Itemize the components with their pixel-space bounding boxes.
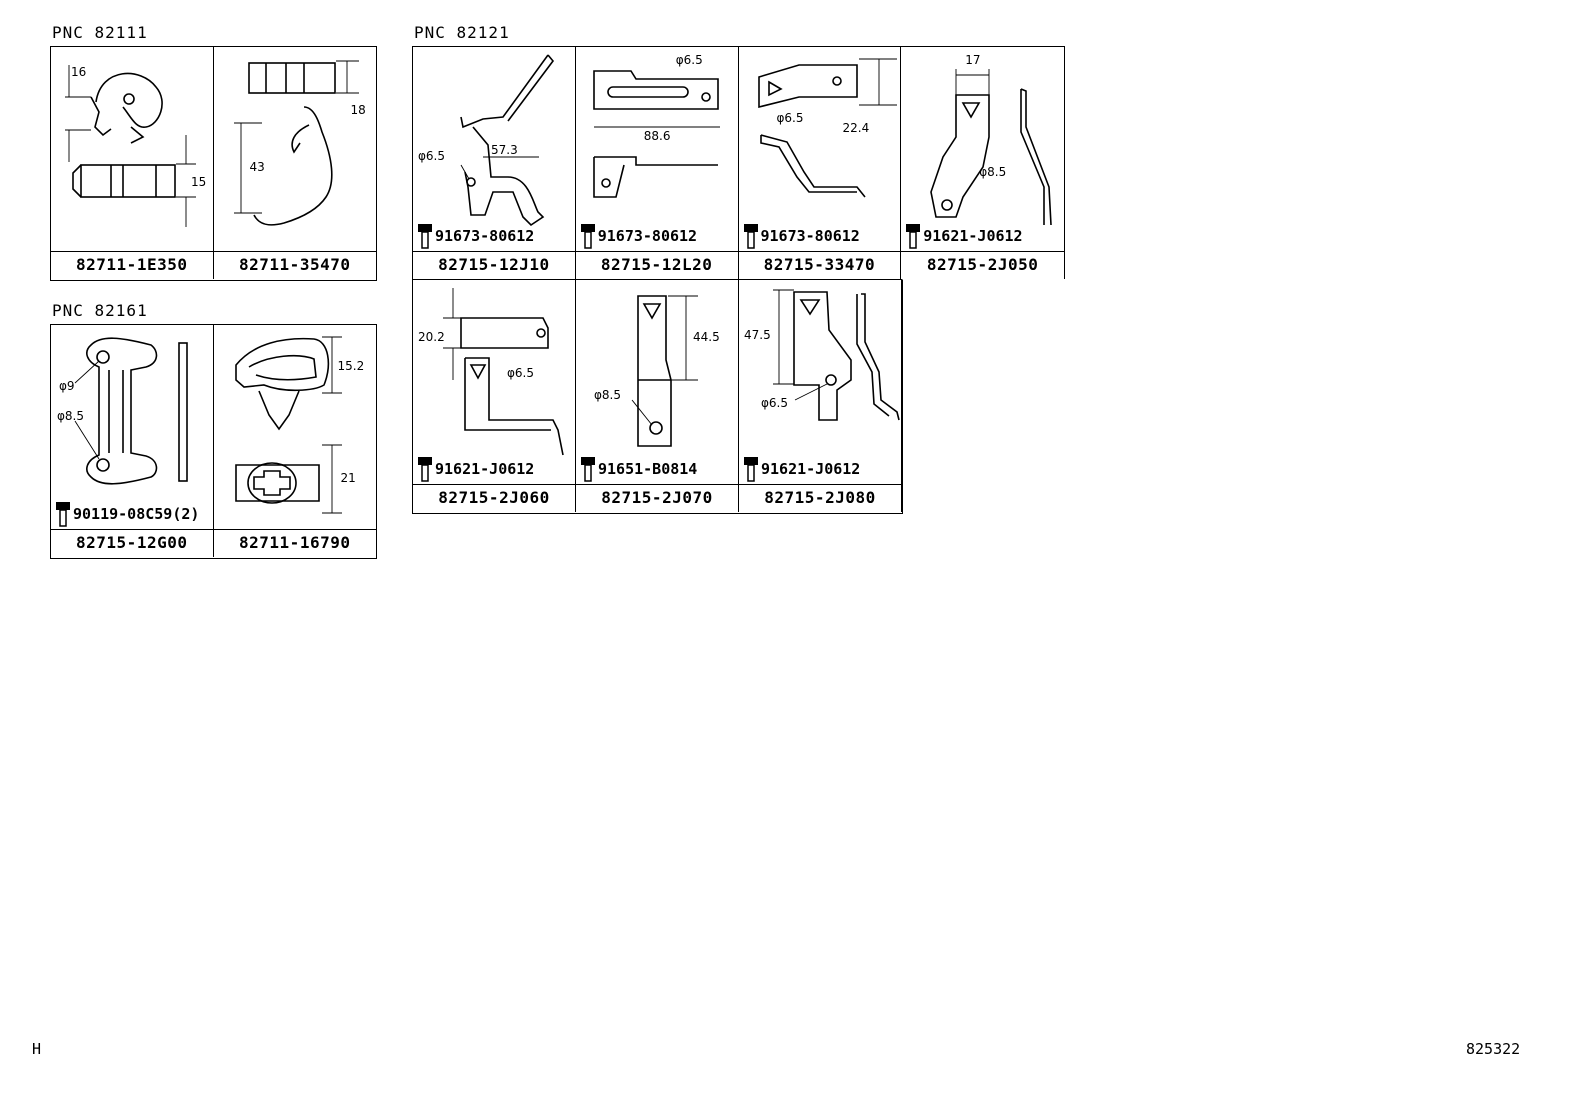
clip-drawing — [234, 336, 342, 514]
bolt-callout: 91621-J0612 — [903, 223, 1023, 249]
clip-drawing — [233, 60, 359, 226]
part-number: 82715-12G00 — [51, 529, 213, 557]
dimension-label: 47.5 — [744, 328, 771, 342]
bolt-part-number: 90119-08C59(2) — [73, 505, 200, 523]
dimension-label: 57.3 — [491, 143, 518, 157]
bracket-drawing — [930, 69, 1053, 226]
bolt-icon — [56, 502, 70, 527]
dimension-label: 88.6 — [643, 129, 671, 143]
bracket-drawing — [757, 58, 897, 198]
empty-cell — [902, 279, 1065, 514]
part-drawing: φ9 φ8.5 90119-08C59(2) — [51, 325, 213, 529]
dimension-label: φ6.5 — [776, 111, 804, 125]
part-number: 82715-33470 — [738, 251, 901, 279]
bolt-callout: 91673-80612 — [741, 223, 860, 249]
dimension-label: 15 — [191, 175, 207, 189]
part-drawing: 18 43 — [214, 47, 377, 251]
part-drawing: 20.2 φ6.5 91621-J0612 — [413, 280, 575, 484]
part-cell[interactable]: φ9 φ8.5 90119-08C59(2) 82715-12G00 — [51, 325, 214, 557]
part-cell[interactable]: 20.2 φ6.5 91621-J0612 82715-2J060 — [413, 279, 576, 512]
dimension-label: φ6.5 — [507, 366, 534, 380]
part-number: 82715-2J070 — [576, 484, 738, 512]
bolt-icon — [744, 457, 758, 482]
part-cell[interactable]: φ6.5 57.3 91673-80612 82715-12J10 — [413, 47, 576, 279]
plate-drawing — [74, 337, 188, 485]
bolt-part-number: 91621-J0612 — [923, 227, 1023, 245]
dimension-label: 15.2 — [337, 359, 365, 373]
part-number: 82711-16790 — [213, 529, 376, 557]
part-cell[interactable]: 47.5 φ6.5 91621-J0612 82715-2J080 — [739, 279, 902, 512]
bracket-drawing — [592, 70, 720, 198]
bolt-icon — [581, 457, 595, 482]
bolt-callout: 91673-80612 — [578, 223, 697, 249]
bracket-drawing — [631, 295, 698, 447]
pnc-label: PNC 82121 — [414, 23, 510, 42]
illustration-number: 825322 — [1466, 1040, 1521, 1058]
bracket-drawing — [460, 54, 555, 227]
dimension-label: 22.4 — [842, 121, 870, 135]
part-number: 82711-1E350 — [51, 251, 213, 279]
bolt-icon — [418, 457, 432, 482]
parts-group-82121: φ6.5 57.3 91673-80612 82715-12J10 — [412, 46, 1065, 514]
part-cell[interactable]: 15.2 21 82711-16790 — [213, 325, 377, 557]
bolt-icon — [418, 224, 432, 249]
bolt-part-number: 91621-J0612 — [435, 460, 535, 478]
bolt-callout: 91621-J0612 — [741, 456, 860, 482]
dimension-label: 20.2 — [418, 330, 445, 344]
part-cell[interactable]: φ6.5 88.6 91673-80612 82715-12L20 — [575, 47, 739, 279]
part-drawing: 17 φ8.5 91621-J0612 — [901, 47, 1064, 251]
bolt-icon — [743, 224, 758, 249]
part-drawing: φ6.5 57.3 91673-80612 — [413, 47, 575, 251]
dimension-label: 18 — [350, 103, 366, 117]
part-drawing: 44.5 φ8.5 91651-B0814 — [576, 280, 738, 484]
bolt-icon — [906, 224, 921, 249]
bracket-drawing — [773, 289, 900, 421]
bolt-part-number: 91673-80612 — [597, 227, 698, 245]
dimension-label: 16 — [71, 65, 87, 79]
dimension-label: φ6.5 — [675, 53, 703, 67]
bolt-callout: 91621-J0612 — [415, 456, 534, 482]
part-cell[interactable]: 17 φ8.5 91621-J0612 82715-2J050 — [901, 47, 1064, 279]
part-number: 82715-12L20 — [575, 251, 738, 279]
part-number: 82715-12J10 — [413, 251, 575, 279]
dimension-label: φ8.5 — [979, 165, 1007, 179]
bolt-part-number: 91651-B0814 — [598, 460, 698, 478]
dimension-label: φ8.5 — [57, 409, 84, 423]
part-number: 82715-2J060 — [413, 484, 575, 512]
part-cell[interactable]: φ6.5 22.4 91673-80612 82715-33470 — [738, 47, 902, 279]
part-cell[interactable]: 44.5 φ8.5 91651-B0814 82715-2J070 — [576, 279, 739, 512]
part-number: 82715-2J080 — [739, 484, 901, 512]
part-number: 82711-35470 — [213, 251, 376, 279]
part-drawing: 47.5 φ6.5 91621-J0612 — [739, 280, 901, 484]
bracket-drawing — [443, 288, 564, 456]
dimension-label: φ9 — [59, 379, 75, 393]
part-drawing: 16 15 — [51, 47, 213, 251]
dimension-label: φ6.5 — [418, 149, 445, 163]
dimension-label: 21 — [340, 471, 356, 485]
bolt-callout: 91651-B0814 — [578, 456, 697, 482]
footer-left-label: H — [32, 1040, 42, 1058]
part-drawing: 15.2 21 — [214, 325, 377, 529]
part-drawing: φ6.5 22.4 91673-80612 — [739, 47, 901, 251]
bolt-callout: 91673-80612 — [415, 223, 534, 249]
dimension-label: 17 — [965, 53, 981, 67]
dimension-label: φ8.5 — [594, 388, 621, 402]
parts-group-82111: 16 15 82711-1E350 — [50, 46, 377, 281]
part-drawing: φ6.5 88.6 91673-80612 — [576, 47, 738, 251]
bolt-callout: 90119-08C59(2) — [53, 501, 199, 527]
bolt-part-number: 91621-J0612 — [761, 460, 861, 478]
part-cell[interactable]: 16 15 82711-1E350 — [51, 47, 214, 279]
dimension-label: 43 — [249, 160, 265, 174]
bolt-icon — [580, 224, 595, 249]
bolt-part-number: 91673-80612 — [760, 227, 860, 245]
pnc-label: PNC 82111 — [52, 23, 148, 42]
clamp-drawing — [65, 65, 196, 227]
dimension-label: 44.5 — [693, 330, 720, 344]
bolt-part-number: 91673-80612 — [435, 227, 535, 245]
part-number: 82715-2J050 — [901, 251, 1064, 279]
pnc-label: PNC 82161 — [52, 301, 148, 320]
part-cell[interactable]: 18 43 82711-35470 — [213, 47, 377, 279]
dimension-label: φ6.5 — [761, 396, 788, 410]
parts-group-82161: φ9 φ8.5 90119-08C59(2) 82715-12G00 — [50, 324, 377, 559]
